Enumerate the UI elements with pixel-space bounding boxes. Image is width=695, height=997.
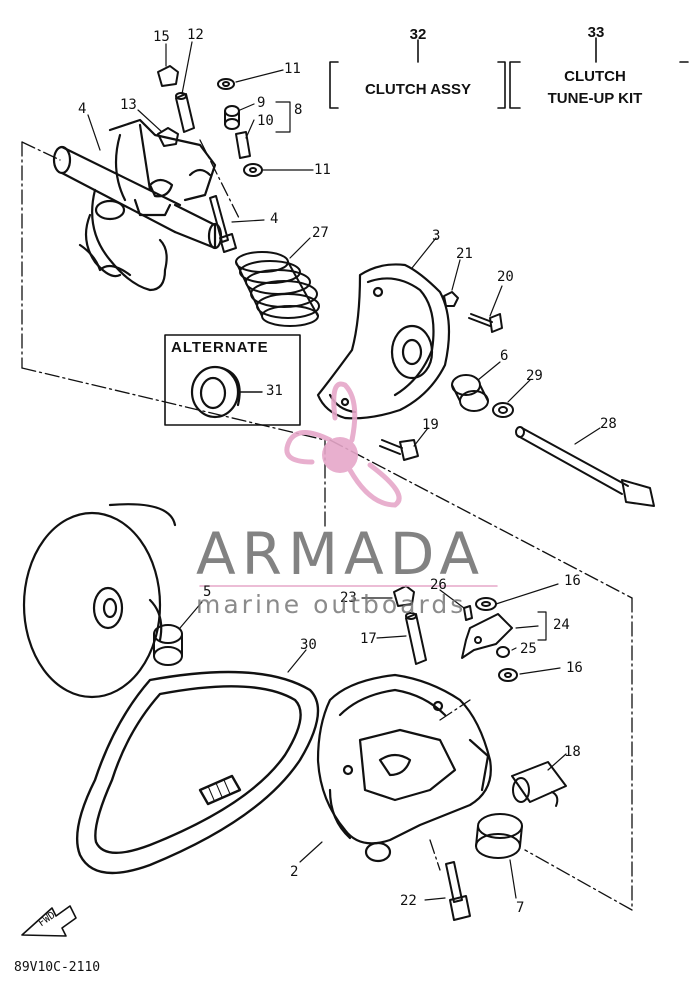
watermark-propeller-icon: [284, 381, 402, 508]
callout-30: 30: [300, 637, 317, 653]
callout-4-left: 4: [78, 101, 87, 117]
bushing-5-part: [153, 601, 203, 666]
leaders-middle: [411, 237, 601, 447]
callout-16-bottom: 16: [566, 660, 583, 676]
clutch-assy-label: CLUTCH ASSY: [364, 81, 472, 98]
callout-24: 24: [553, 617, 570, 633]
callout-27: 27: [312, 225, 329, 241]
callout-28: 28: [600, 416, 617, 432]
callout-20: 20: [497, 269, 514, 285]
figure-code: 89V10C-2110: [14, 960, 101, 975]
callout-26: 26: [430, 577, 447, 593]
alternate-box: [164, 334, 301, 426]
tune-up-kit-label-line2: TUNE-UP KIT: [547, 90, 643, 107]
callout-22: 22: [400, 893, 417, 909]
callout-9: 9: [257, 95, 266, 111]
callout-23: 23: [340, 590, 357, 606]
movable-sheave-part: [22, 503, 177, 699]
bolt-19-part: [379, 439, 419, 461]
long-bolt-part: [515, 426, 655, 507]
callout-4-bolt: 4: [270, 211, 279, 227]
leaders-top: [87, 41, 314, 259]
callout-8: 8: [294, 102, 303, 118]
callout-29: 29: [526, 368, 543, 384]
callout-10: 10: [257, 113, 274, 129]
assembly-boundary-lines: [21, 139, 633, 911]
alternate-label: ALTERNATE: [171, 339, 269, 356]
watermark-brand-name: ARMADA: [196, 520, 486, 588]
callout-7: 7: [516, 900, 525, 916]
weight-parts: [393, 585, 518, 682]
callout-11-top: 11: [284, 61, 301, 77]
callout-12: 12: [187, 27, 204, 43]
spring-part: [235, 251, 320, 327]
cover-small-parts: [443, 291, 514, 418]
callout-11-mid: 11: [314, 162, 331, 178]
drive-belt-part: [76, 649, 320, 875]
callout-21: 21: [456, 246, 473, 262]
fwd-arrow-icon: [21, 905, 77, 937]
header-brackets: [329, 37, 689, 109]
callout-13: 13: [120, 97, 137, 113]
leaders-lower: [299, 583, 567, 901]
cover-plate-part: [316, 263, 451, 420]
callout-5: 5: [203, 584, 212, 600]
watermark-tagline: marine outboards: [196, 590, 467, 619]
sleeve-bushing-bolt-parts: [445, 761, 567, 921]
callout-19: 19: [422, 417, 439, 433]
callout-17: 17: [360, 631, 377, 647]
alternate-ring-part: [190, 365, 241, 419]
tune-up-kit-label-line1: CLUTCH: [564, 68, 626, 85]
callout-25: 25: [520, 641, 537, 657]
callout-2: 2: [290, 864, 299, 880]
callout-6: 6: [500, 348, 509, 364]
callout-31: 31: [266, 383, 283, 399]
small-parts-top: [157, 65, 263, 253]
primary-housing-part: [316, 673, 492, 863]
callout-18: 18: [564, 744, 581, 760]
callout-15: 15: [153, 29, 170, 45]
clutch-assy-number: 32: [409, 26, 427, 43]
callout-3: 3: [432, 228, 441, 244]
callout-16-top: 16: [564, 573, 581, 589]
fixed-sheave-part: [52, 118, 223, 292]
tune-up-kit-number: 33: [587, 24, 605, 41]
